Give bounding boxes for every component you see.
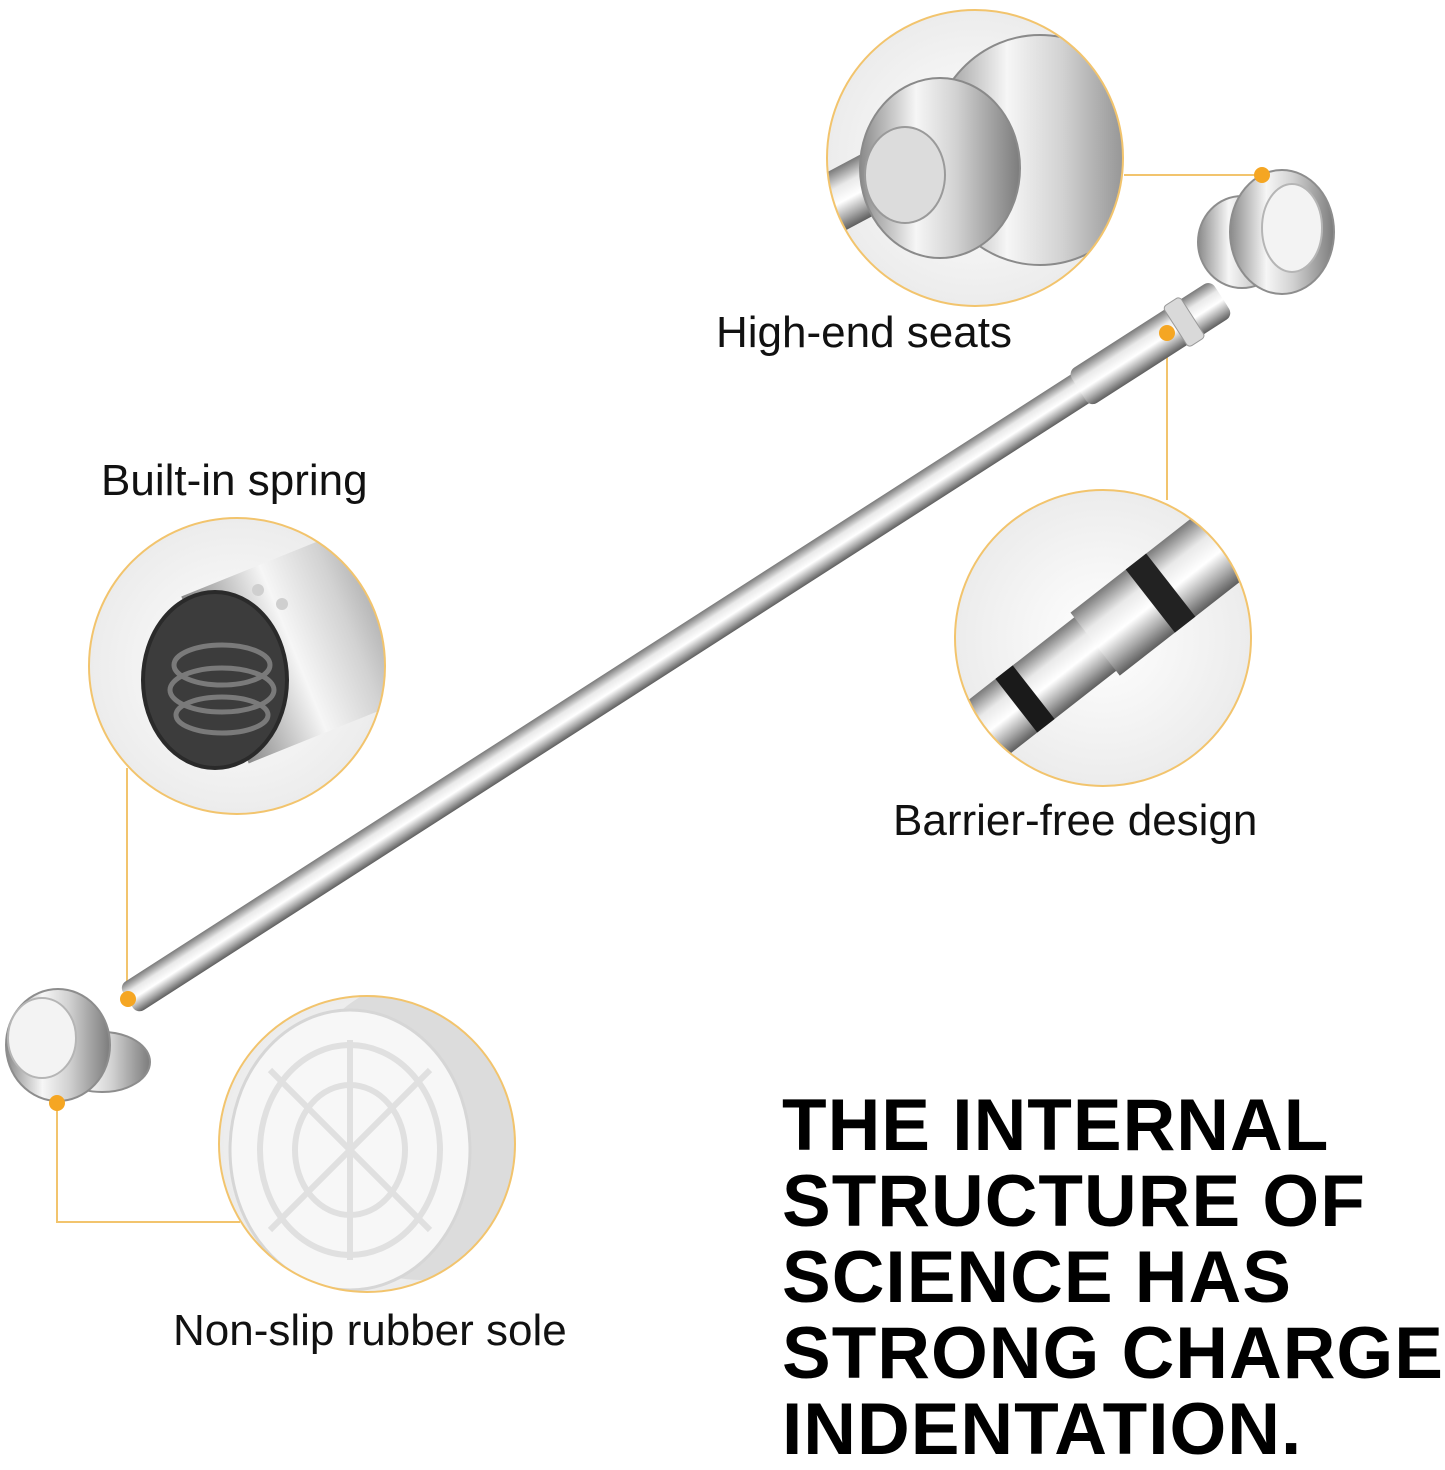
headline: THE INTERNAL STRUCTURE OF SCIENCE HAS ST…: [782, 1085, 1444, 1470]
headline-line: SCIENCE HAS: [782, 1237, 1292, 1318]
callout-lines: [56, 174, 1262, 1223]
closeup-spring: [88, 517, 386, 815]
callout-label-high-end-seats: High-end seats: [716, 308, 1012, 357]
headline-line: STRUCTURE OF: [782, 1161, 1366, 1242]
callout-label-built-in-spring: Built-in spring: [101, 456, 368, 505]
rod-end-cap-bottom: [5, 988, 151, 1102]
callout-dots: [49, 167, 1270, 1111]
callout-label-non-slip-rubber-sole: Non-slip rubber sole: [173, 1306, 567, 1355]
callout-label-barrier-free-design: Barrier-free design: [893, 796, 1258, 845]
headline-line: THE INTERNAL: [782, 1085, 1330, 1166]
closeup-rubber-sole: [218, 995, 516, 1293]
tension-rod: [121, 283, 1231, 1012]
headline-line: STRONG CHARGE: [782, 1313, 1444, 1394]
closeup-seat: [826, 9, 1124, 307]
closeup-barrier: [954, 489, 1252, 787]
headline-line: INDENTATION.: [782, 1389, 1303, 1470]
rod-end-cap-top: [1197, 169, 1335, 295]
